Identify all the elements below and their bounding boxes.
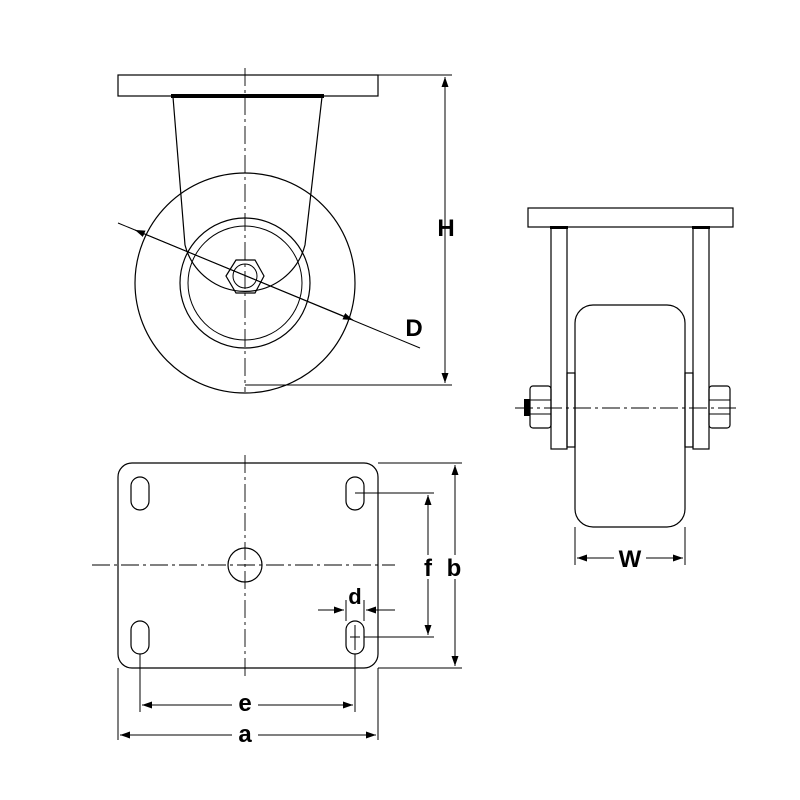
- front-hub-left: [566, 372, 576, 448]
- e-label-bg: [232, 690, 258, 716]
- label-e: e: [238, 690, 251, 717]
- a-label-bg: [232, 720, 258, 746]
- front-fork-weld-left: [550, 226, 568, 229]
- side-fork: [172, 96, 323, 292]
- front-fork-leg-right: [692, 226, 710, 450]
- front-hub-right: [684, 372, 694, 448]
- front-axle-nut-right: [708, 385, 731, 429]
- mounting-slot-bottom-left: [130, 620, 150, 655]
- front-fork-leg-left: [550, 226, 568, 450]
- label-d: d: [348, 584, 361, 609]
- front-axle-bolt-end: [524, 399, 530, 416]
- front-fork-weld-right: [692, 226, 710, 229]
- d-dimension-line: [134, 229, 354, 321]
- front-axle-nut-left: [529, 385, 552, 429]
- label-D: D: [405, 315, 422, 342]
- label-W: W: [619, 546, 642, 573]
- label-f: f: [424, 555, 433, 582]
- front-view: W: [515, 207, 740, 573]
- f-label-bg: [417, 555, 439, 579]
- label-a: a: [238, 721, 252, 748]
- label-b: b: [447, 555, 462, 582]
- front-top-plate: [527, 207, 734, 228]
- mounting-plate: [117, 462, 379, 669]
- label-H: H: [437, 215, 454, 242]
- mounting-slot-top-left: [130, 476, 150, 511]
- front-wheel: [574, 304, 686, 528]
- plate-view: b f d e a: [92, 455, 467, 748]
- side-top-plate: [117, 74, 379, 97]
- b-label-bg: [443, 555, 467, 579]
- w-label-bg: [614, 544, 646, 572]
- side-view: H D: [117, 68, 455, 394]
- side-fork-top-band: [171, 94, 324, 98]
